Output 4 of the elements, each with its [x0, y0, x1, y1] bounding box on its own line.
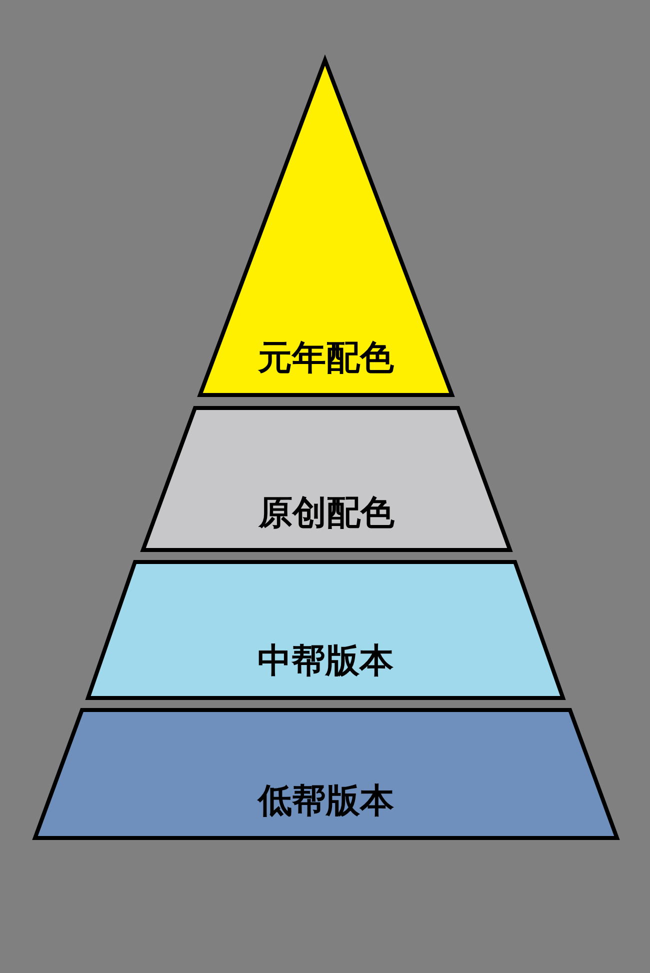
tier-label: 原创配色 — [258, 496, 394, 530]
tier-label: 中帮版本 — [258, 644, 394, 678]
tier-label: 元年配色 — [258, 341, 394, 375]
tier-label: 低帮版本 — [258, 784, 394, 818]
